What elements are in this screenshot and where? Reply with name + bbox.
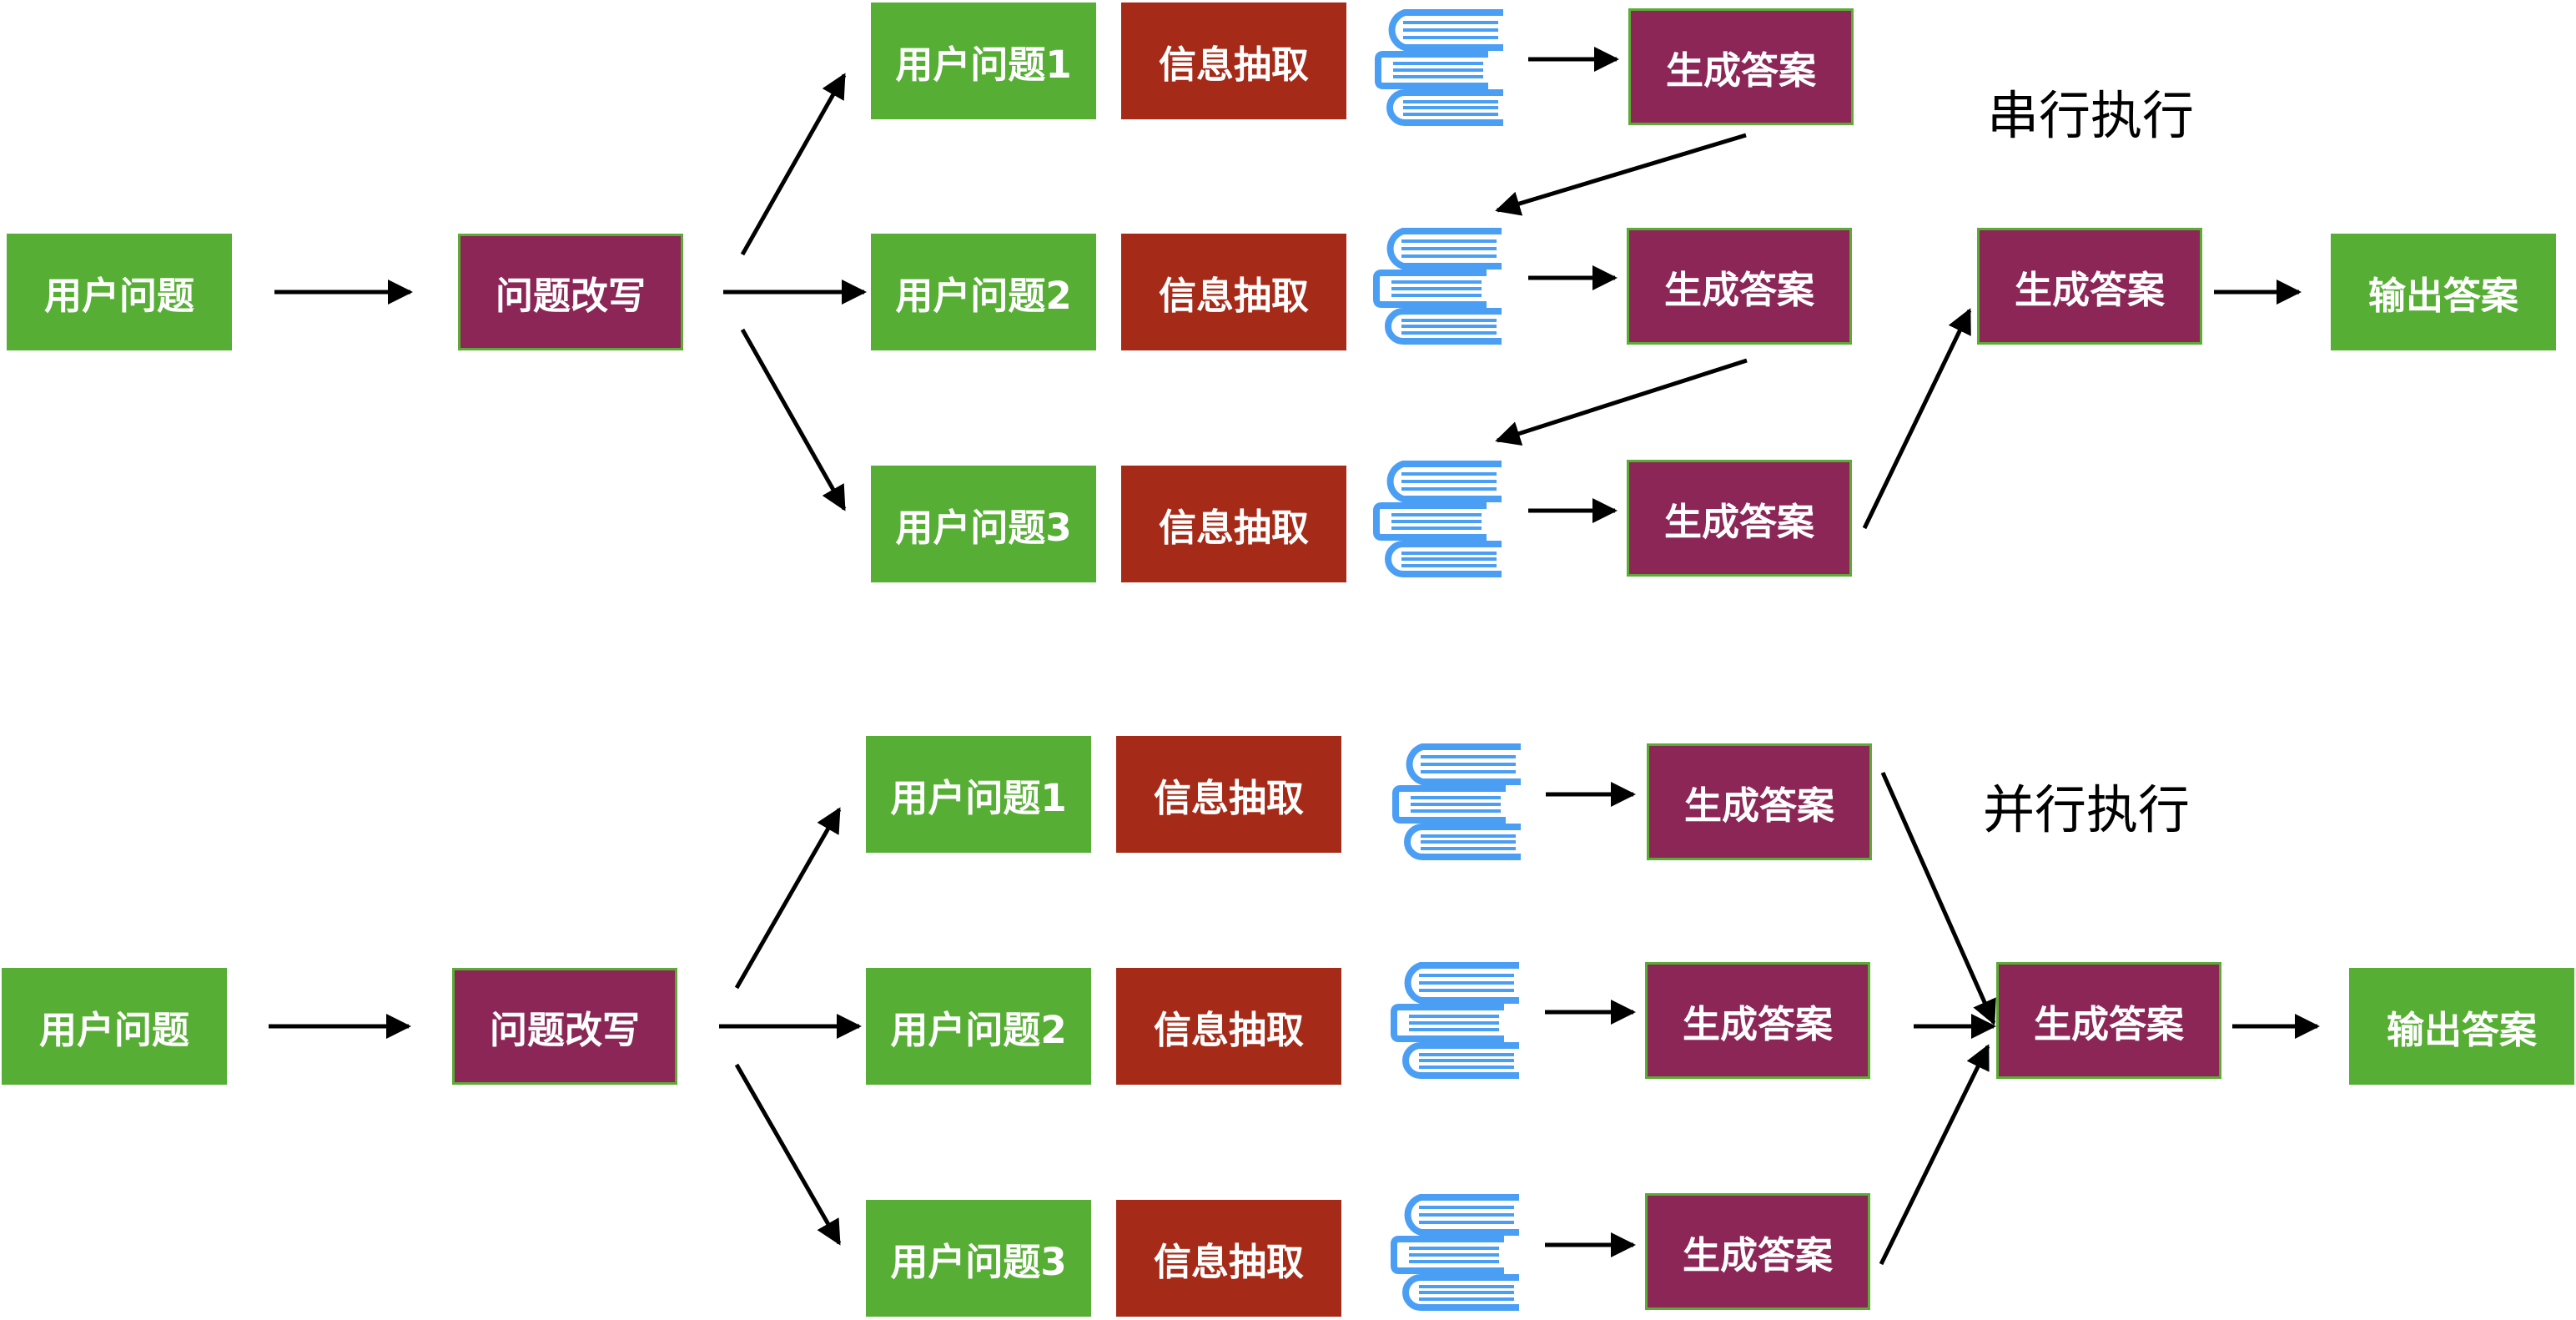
serial-user-question-node: 用户问题 <box>7 234 232 350</box>
arrow <box>734 807 842 990</box>
books-icon <box>1371 226 1503 345</box>
parallel-extract-2-node: 信息抽取 <box>1116 968 1341 1085</box>
parallel-user-question-node: 用户问题 <box>2 968 227 1085</box>
parallel-question-2-node: 用户问题2 <box>866 968 1091 1085</box>
serial-output-node: 输出答案 <box>2331 234 2556 350</box>
serial-generate-2-node: 生成答案 <box>1627 228 1852 345</box>
books-icon <box>1371 459 1503 577</box>
parallel-title: 并行执行 <box>1983 779 2191 840</box>
parallel-generate-2-node: 生成答案 <box>1645 962 1870 1079</box>
serial-title: 串行执行 <box>1987 85 2195 146</box>
arrow <box>1495 358 1748 446</box>
books-icon <box>1391 742 1522 860</box>
arrow <box>734 1063 842 1246</box>
parallel-extract-1-node: 信息抽取 <box>1116 736 1341 853</box>
serial-rewrite-node: 问题改写 <box>458 234 683 350</box>
serial-extract-2-node: 信息抽取 <box>1121 234 1346 350</box>
serial-generate-1-node: 生成答案 <box>1628 8 1854 125</box>
parallel-generate-1-node: 生成答案 <box>1647 743 1872 860</box>
serial-question-3-node: 用户问题3 <box>871 466 1096 582</box>
serial-extract-3-node: 信息抽取 <box>1121 466 1346 582</box>
parallel-question-1-node: 用户问题1 <box>866 736 1091 853</box>
serial-final-generate-node: 生成答案 <box>1977 228 2202 345</box>
arrow <box>1879 1044 1990 1266</box>
parallel-output-node: 输出答案 <box>2349 968 2574 1085</box>
parallel-final-generate-node: 生成答案 <box>1996 962 2221 1079</box>
serial-question-1-node: 用户问题1 <box>871 3 1096 119</box>
arrow <box>1862 308 1972 530</box>
arrow <box>1495 133 1747 216</box>
serial-generate-3-node: 生成答案 <box>1627 460 1852 577</box>
parallel-extract-3-node: 信息抽取 <box>1116 1200 1341 1317</box>
arrow <box>740 328 847 511</box>
books-icon <box>1373 8 1505 126</box>
books-icon <box>1389 1192 1521 1311</box>
arrow <box>740 73 847 256</box>
arrow <box>1880 771 1996 1025</box>
serial-extract-1-node: 信息抽取 <box>1121 3 1346 119</box>
parallel-question-3-node: 用户问题3 <box>866 1200 1091 1317</box>
books-icon <box>1389 960 1521 1079</box>
parallel-rewrite-node: 问题改写 <box>452 968 677 1085</box>
parallel-generate-3-node: 生成答案 <box>1645 1193 1870 1310</box>
serial-question-2-node: 用户问题2 <box>871 234 1096 350</box>
